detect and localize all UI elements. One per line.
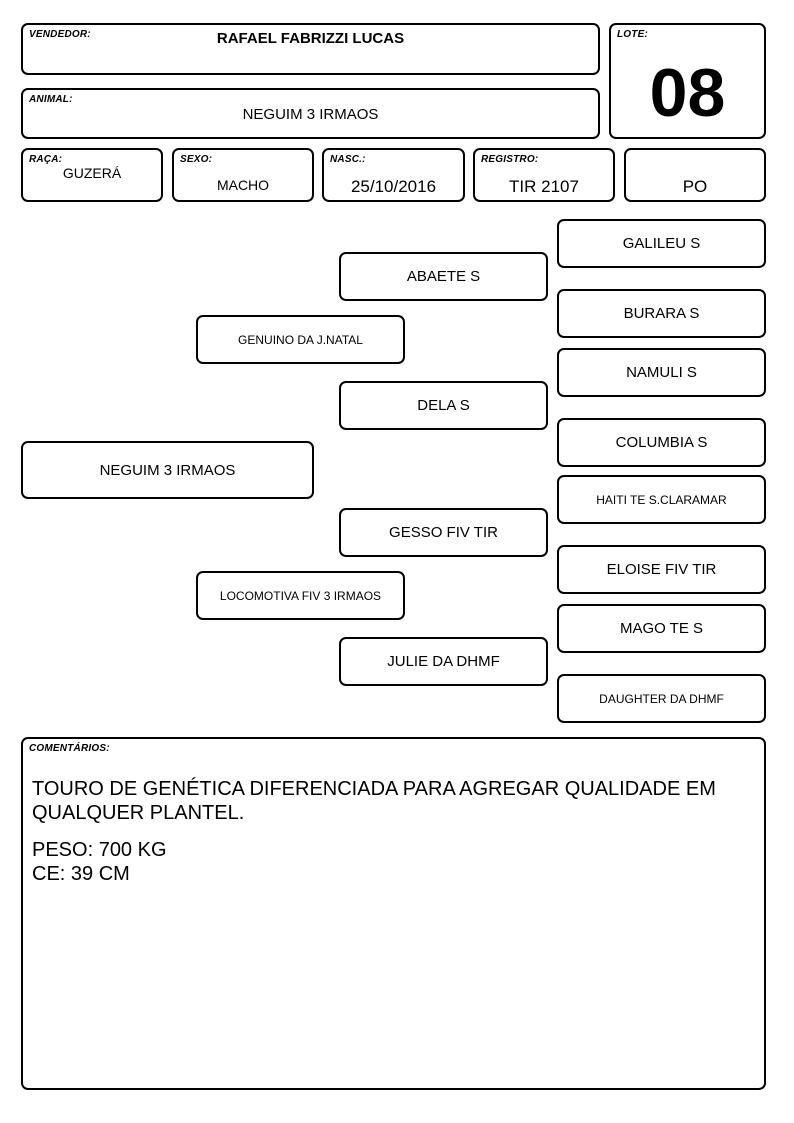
registry-box: REGISTRO: TIR 2107 [473,148,615,202]
pedigree-ggp-4: COLUMBIA S [557,418,766,467]
sex-value: MACHO [216,177,270,193]
comments-box: COMENTÁRIOS: TOURO DE GENÉTICA DIFERENCI… [21,737,766,1090]
pedigree-ggp-2: BURARA S [557,289,766,338]
seller-label: VENDEDOR: [29,29,91,40]
pedigree-ggp-3-name: NAMULI S [626,364,697,381]
seller-name: RAFAEL FABRIZZI LUCAS [216,30,405,47]
sex-label: SEXO: [180,154,213,165]
pedigree-sire-dam-name: DELA S [417,397,470,414]
pedigree-sire-dam: DELA S [339,381,548,430]
pedigree-ggp-5-name: HAITI TE S.CLARAMAR [596,492,727,507]
pedigree-dam-sire-name: GESSO FIV TIR [389,524,498,541]
pedigree-ggp-4-name: COLUMBIA S [615,434,708,451]
pedigree-ggp-5: HAITI TE S.CLARAMAR [557,475,766,524]
pedigree-ggp-1: GALILEU S [557,219,766,268]
birth-date-label: NASC.: [330,154,366,165]
pedigree-ggp-7: MAGO TE S [557,604,766,653]
category-value: PO [682,177,708,196]
breed-value: GUZERÁ [62,165,122,181]
pedigree-animal-name: NEGUIM 3 IRMAOS [99,461,236,479]
category-box: PO [624,148,766,202]
birth-date-box: NASC.: 25/10/2016 [322,148,465,202]
birth-date-value: 25/10/2016 [350,177,437,196]
breed-label: RAÇA: [29,154,63,165]
registry-label: REGISTRO: [481,154,539,165]
breed-box: RAÇA: GUZERÁ [21,148,163,202]
pedigree-ggp-6: ELOISE FIV TIR [557,545,766,594]
comments-scrotal: CE: 39 CM [32,863,130,885]
pedigree-sire-name: GENUINO DA J.NATAL [238,332,363,347]
animal-name: NEGUIM 3 IRMAOS [242,106,379,123]
pedigree-dam-dam: JULIE DA DHMF [339,637,548,686]
comments-label: COMENTÁRIOS: [29,743,110,754]
seller-box: VENDEDOR: RAFAEL FABRIZZI LUCAS [21,23,600,75]
pedigree-dam-dam-name: JULIE DA DHMF [387,653,500,670]
comments-description: TOURO DE GENÉTICA DIFERENCIADA PARA AGRE… [32,778,716,824]
lot-number: 08 [649,55,726,131]
pedigree-ggp-1-name: GALILEU S [622,235,701,252]
pedigree-ggp-6-name: ELOISE FIV TIR [606,561,717,578]
pedigree-ggp-8-name: DAUGHTER DA DHMF [599,691,724,706]
animal-box: ANIMAL: NEGUIM 3 IRMAOS [21,88,600,139]
pedigree-dam-name: LOCOMOTIVA FIV 3 IRMAOS [219,588,382,603]
animal-label: ANIMAL: [29,94,73,105]
pedigree-dam: LOCOMOTIVA FIV 3 IRMAOS [196,571,405,620]
pedigree-sire-sire: ABAETE S [339,252,548,301]
pedigree-animal: NEGUIM 3 IRMAOS [21,441,314,499]
pedigree-ggp-8: DAUGHTER DA DHMF [557,674,766,723]
registry-value: TIR 2107 [509,177,579,196]
comments-weight: PESO: 700 KG [32,839,167,861]
pedigree-sire-sire-name: ABAETE S [406,268,481,285]
pedigree-sire: GENUINO DA J.NATAL [196,315,405,364]
lot-box: LOTE: 08 [609,23,766,139]
pedigree-dam-sire: GESSO FIV TIR [339,508,548,557]
lot-label: LOTE: [617,29,648,40]
pedigree-ggp-3: NAMULI S [557,348,766,397]
pedigree-ggp-7-name: MAGO TE S [619,620,704,637]
pedigree-ggp-2-name: BURARA S [623,305,700,322]
sex-box: SEXO: MACHO [172,148,314,202]
